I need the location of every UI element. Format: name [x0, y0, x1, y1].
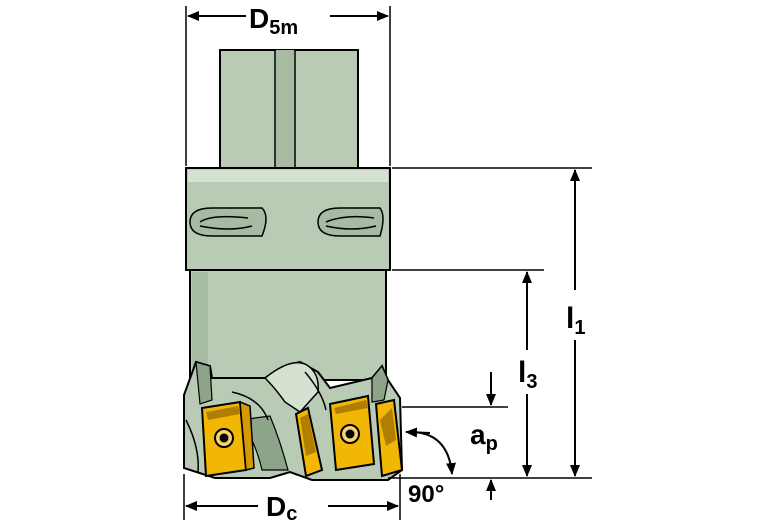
flange-top-highlight [188, 170, 388, 182]
dim-dc: Dc [183, 474, 401, 523]
insert-right [328, 394, 376, 472]
dim-d5m: D5m [185, 3, 391, 166]
flute-7 [304, 371, 327, 411]
insert-center [294, 406, 324, 478]
insert-edge [374, 398, 404, 478]
body-neck-shade [192, 272, 208, 378]
cutter-body [183, 49, 404, 481]
flute-4 [371, 364, 389, 403]
label-angle: 90° [408, 481, 444, 508]
shank-groove-shade [276, 50, 294, 168]
dim-angle: 90° [405, 427, 456, 508]
drive-slot-left [189, 207, 267, 237]
label-dc: Dc [266, 491, 297, 523]
flute-2 [263, 361, 319, 413]
label-d5m: D5m [249, 3, 298, 39]
label-l1: l1 [566, 302, 585, 339]
insert-left [200, 400, 255, 478]
flute-6 [231, 391, 269, 421]
flute-1 [195, 361, 213, 405]
dim-l1: l1 [392, 167, 592, 477]
flange [185, 167, 391, 271]
drive-slot-right [317, 207, 384, 237]
body-neck [189, 269, 387, 381]
label-l3: l3 [518, 356, 537, 393]
label-ap: ap [470, 419, 498, 455]
flute-5 [185, 419, 199, 473]
dim-l3: l3 [392, 269, 544, 477]
dim-ap: ap [402, 372, 508, 500]
